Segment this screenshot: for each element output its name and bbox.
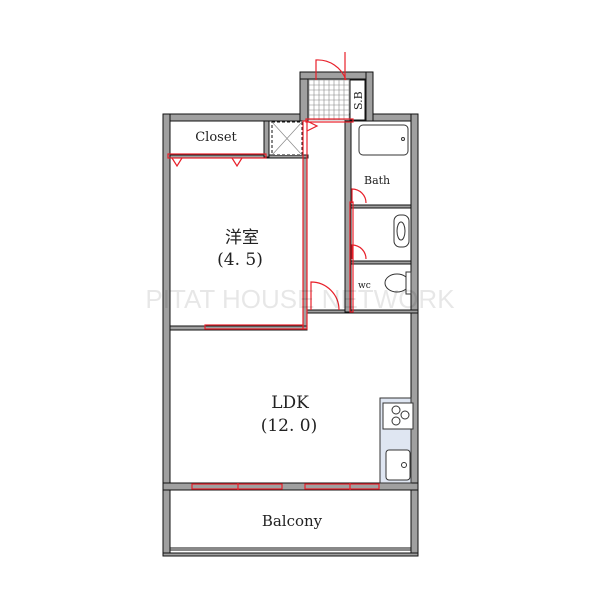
closet (169, 120, 265, 156)
shoe-box (349, 79, 366, 121)
western-room-size: (4. 5) (217, 250, 263, 270)
doors-and-windows (167, 52, 380, 490)
bath-label: Bath (364, 174, 390, 187)
balcony-label: Balcony (262, 512, 323, 530)
bathtub-icon (358, 124, 409, 156)
ldk-label: LDK (271, 393, 309, 413)
watermark: PITAT HOUSE NETWORK (145, 284, 455, 314)
western-room-label: 洋室 (225, 228, 259, 248)
washbasin-icon (393, 214, 410, 248)
closet-label: Closet (195, 130, 237, 145)
ldk-size: (12. 0) (261, 416, 318, 436)
utility-space-x (271, 121, 303, 156)
balcony-rail (169, 547, 412, 551)
entrance-tile-floor (308, 79, 350, 121)
sink-icon (385, 449, 411, 481)
wc-label: wc (358, 281, 371, 291)
balcony-edge (162, 552, 419, 557)
kitchen-counter (379, 397, 414, 484)
walls (162, 71, 419, 557)
shoe-box-label: S.B (352, 91, 365, 110)
